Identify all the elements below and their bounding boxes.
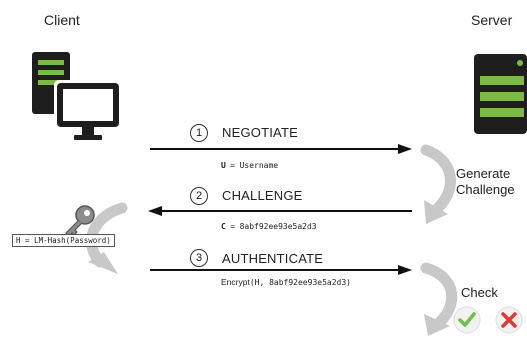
step-2-label: CHALLENGE <box>222 188 303 203</box>
step-3-number: 3 <box>190 249 208 267</box>
step-3-detail-prefix: Encrypt <box>221 277 250 287</box>
step-2-detail-value: 8abf92ee93e5a2d3 <box>239 222 317 231</box>
check-label: Check <box>461 285 498 300</box>
authenticate-arrow <box>150 265 412 275</box>
negotiate-arrow <box>150 144 412 154</box>
server-label: Server <box>471 12 513 28</box>
step-3-label: AUTHENTICATE <box>222 251 324 266</box>
step-3-detail: Encrypt(H, 8abf92ee93e5a2d3) <box>221 277 351 287</box>
step-2-detail-eq: = <box>230 222 236 231</box>
step-2-number: 2 <box>190 187 208 205</box>
step-3-detail-args: (H, 8abf92ee93e5a2d3) <box>249 278 351 287</box>
step-1-detail: U = Username <box>221 155 278 173</box>
curved-arrow-icon <box>420 144 456 224</box>
step-1-number: 1 <box>190 124 208 142</box>
check-icon <box>453 306 481 334</box>
curved-arrow-icon <box>420 262 458 336</box>
step-1-detail-value: Username <box>239 161 279 170</box>
curved-arrow-icon <box>86 202 128 274</box>
step-1-label: NEGOTIATE <box>222 125 298 140</box>
step-1-detail-eq: = <box>230 161 236 170</box>
challenge-arrow <box>148 206 412 216</box>
server-rack-icon <box>474 54 527 134</box>
lm-hash-box: H = LM-Hash(Password) <box>12 234 115 247</box>
generate-challenge-label: Generate Challenge <box>456 166 515 198</box>
step-2-detail: C = 8abf92ee93e5a2d3 <box>221 216 317 234</box>
cross-icon <box>495 306 523 334</box>
step-2-detail-key: C <box>221 222 226 231</box>
generate-label-line1: Generate <box>456 166 511 181</box>
step-1-detail-key: U <box>221 161 226 170</box>
key-icon <box>65 205 95 237</box>
client-label: Client <box>44 12 80 28</box>
desktop-computer-icon <box>32 52 122 140</box>
generate-label-line2: Challenge <box>456 182 515 197</box>
